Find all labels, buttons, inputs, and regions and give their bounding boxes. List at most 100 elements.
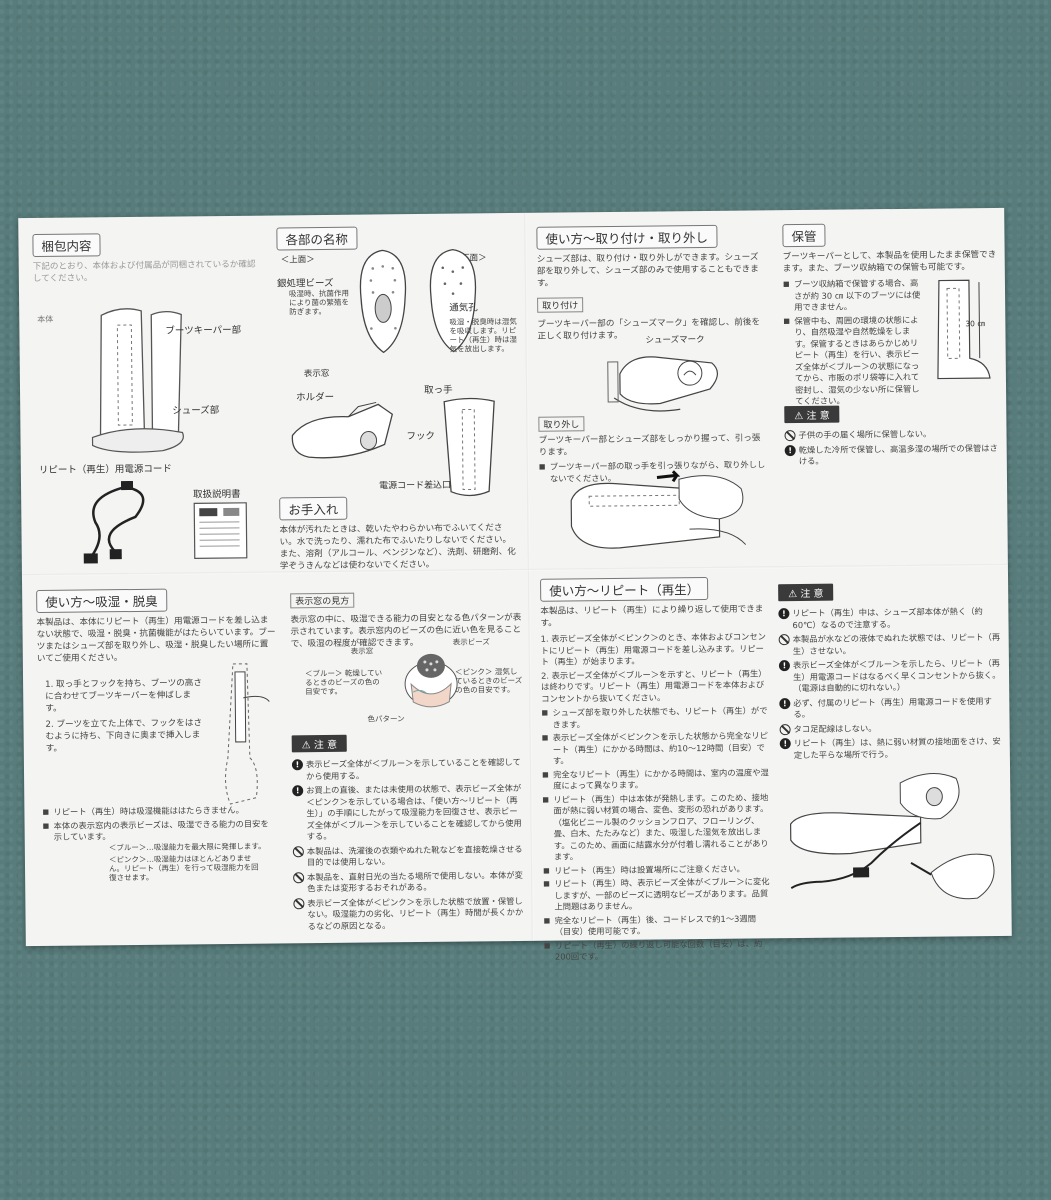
height-label: 30 ㎝ <box>965 319 985 329</box>
sub-indicator: 表示窓の見方 <box>290 592 355 609</box>
label-window: 表示窓 <box>350 646 374 656</box>
repeat-notes: シューズ部を取り外した状態でも、リピート（再生）ができます。 表示ビーズ全体が＜… <box>541 705 772 963</box>
vent-description: 吸湿・脱臭時は湿気を吸収します。リピート（再生）時は湿気を放出します。 <box>449 316 518 354</box>
panel-absorb-deodorize: 使い方〜吸湿・脱臭 本製品は、本体にリピート（再生）用電源コードを差し込まない状… <box>36 588 280 935</box>
insert-illustration <box>225 663 270 805</box>
panel-package-contents: 梱包内容 下記のとおり、本体および付属品が同梱されているか確認してください。 本… <box>32 232 265 564</box>
section-title: 使い方〜取り付け・取り外し <box>536 224 718 250</box>
exclamation-icon: ! <box>291 759 304 771</box>
panel-repeat: 使い方〜リピート（再生） 本製品は、リピート（再生）により繰り返して使用できます… <box>540 576 772 962</box>
label-top: ＜上面＞ <box>280 255 315 266</box>
section-intro: 下記のとおり、本体および付属品が同梱されているか確認してください。 <box>32 259 256 285</box>
label-hook: フック <box>406 430 436 443</box>
caution-item: !表示ビーズ全体が＜ブルー＞を示したら、リピート（再生）用電源コードはなるべく早… <box>778 658 1001 695</box>
shoe-part-side-illustration <box>291 401 394 459</box>
exclamation-icon: ! <box>292 785 304 797</box>
repeat-illustration <box>790 773 995 900</box>
label-cord: リピート（再生）用電源コード <box>38 463 172 476</box>
sub-detach: 取り外し <box>538 416 585 432</box>
section-intro: ブーツキーパーとして、本製品を使用したまま保管できます。また、ブーツ収納箱での保… <box>782 249 997 275</box>
panel-indicator: 表示窓の見方 表示窓の中に、吸湿できる能力の目安となる色パターンが表示されていま… <box>290 587 526 934</box>
repeat-note: シューズ部を取り外した状態でも、リピート（再生）ができます。 <box>541 705 769 730</box>
section-title: 使い方〜吸湿・脱臭 <box>36 588 167 614</box>
caution-heading: ⚠ 注 意 <box>784 405 840 424</box>
repeat-note: 表示ビーズ全体が＜ピンク＞を示した状態から完全なリピート（再生）にかかる時間は、… <box>542 730 770 767</box>
caution-item: タコ足配線はしない。 <box>779 721 1002 735</box>
caution-item: !表示ビーズ全体が＜ブルー＞を示していることを確認してから使用する。 <box>291 757 524 782</box>
repeat-note: リピート（再生）時は設置場所にご注意ください。 <box>543 863 771 877</box>
label-pattern: 色パターン <box>367 714 405 724</box>
detach-text: ブーツキーパー部とシューズ部をしっかり握って、引っ張ります。 <box>538 433 761 458</box>
label-handle: 取っ手 <box>423 384 453 396</box>
exclamation-icon: ! <box>784 444 796 456</box>
repeat-note: 完全なリピート（再生）にかかる時間は、室内の温度や湿度によって異なります。 <box>542 767 770 792</box>
warning-icon: ⚠ <box>788 589 798 601</box>
section-title: 各部の名称 <box>276 226 358 251</box>
section-title: 使い方〜リピート（再生） <box>540 576 709 602</box>
storage-note: 保管中も、周囲の環境の状態により、自然吸湿や自然乾燥をします。保管するときはあら… <box>783 314 924 407</box>
detach-illustration <box>570 470 747 549</box>
caution-item: 本製品は、洗濯後の衣類やぬれた靴などを直接乾燥させる目的では使用しない。 <box>292 843 525 868</box>
caution-item: 子供の手の届く場所に保管しない。 <box>784 428 998 442</box>
section-intro: 本製品は、リピート（再生）により繰り返して使用できます。 <box>540 604 764 629</box>
caution-heading: ⚠ 注 意 <box>291 734 348 753</box>
label-pink: ＜ピンク＞ 湿気しているときのビーズの色の目安です。 <box>454 666 523 695</box>
pink-meaning: ＜ピンク＞…吸湿能力はほとんどありません。リピート（再生）を行って吸湿能力を回復… <box>108 853 259 883</box>
exclamation-icon: ! <box>778 608 790 620</box>
absorb-note: 本体の表示窓内の表示ビーズは、吸湿できる能力の目安を示しています。 <box>43 818 273 843</box>
label-vent: 通気孔 <box>449 302 478 314</box>
panel-part-names: 各部の名称 ＜上面＞ ＜下面＞ 銀処理ビーズ 吸湿時、抗菌作用により菌の繁殖を防… <box>276 225 520 571</box>
power-cord-illustration <box>83 480 145 564</box>
label-port: 電源コード差込口 <box>378 480 452 492</box>
instruction-sheet: 梱包内容 下記のとおり、本体および付属品が同梱されているか確認してください。 本… <box>18 207 1012 962</box>
exclamation-icon: ! <box>778 660 791 672</box>
attach-illustration <box>607 356 718 412</box>
caution-item: !お買上の直後、または未使用の状態で、表示ビーズ全体が＜ピンク＞を示している場合… <box>292 783 525 843</box>
repeat-note: 完全なリピート（再生）後、コードレスで約1〜3週間（目安）使用可能です。 <box>544 913 772 938</box>
warning-icon: ⚠ <box>301 740 311 752</box>
prohibited-icon <box>292 845 304 857</box>
sub-attach: 取り付け <box>537 297 584 313</box>
label-body: 本体 <box>37 314 54 324</box>
caution-item: !リピート（再生）は、熱に弱い材質の接地面をさけ、安定した平らな場所で行う。 <box>779 736 1002 761</box>
keeper-part-illustration <box>443 397 495 497</box>
prohibited-icon <box>779 723 791 735</box>
repeat-step: 2. 表示ビーズ全体が＜ブルー＞を示すと、リピート（再生）は終わりです。リピート… <box>540 667 767 704</box>
caution-item: !必ず、付属のリピート（再生）用電源コードを使用する。 <box>779 695 1001 720</box>
absorb-note: リピート（再生）時は吸湿機能ははたらきません。 <box>42 805 272 819</box>
caution-item: 本製品を、直射日光の当たる場所で使用しない。本体が変色または変形するおそれがある… <box>293 869 525 894</box>
caution-item: !リピート（再生）中は、シューズ部本体が熱く（約60℃）なるので注意する。 <box>778 606 1000 631</box>
label-manual: 取扱説明書 <box>193 488 241 501</box>
storage-note: ブーツ収納箱で保管する場合、高さが約 30 ㎝ 以下のブーツには使用できません。 <box>783 278 923 314</box>
panel-repeat-caution: ⚠ 注 意 !リピート（再生）中は、シューズ部本体が熱く（約60℃）なるので注意… <box>778 576 1004 928</box>
beads-description: 吸湿時、抗菌作用により菌の繁殖を防ぎます。 <box>288 288 350 317</box>
prohibited-icon <box>293 871 305 883</box>
care-text: 本体が汚れたときは、乾いたやわらかい布でふいてください。水で洗ったり、濡れた布で… <box>279 523 516 572</box>
repeat-step: 1. 表示ビーズ全体が＜ピンク＞のとき、本体およびコンセントにリピート（再生）用… <box>540 631 766 667</box>
prohibited-icon <box>293 897 305 909</box>
repeat-steps: 1. 表示ビーズ全体が＜ピンク＞のとき、本体およびコンセントにリピート（再生）用… <box>541 631 770 704</box>
repeat-note: リピート（再生）の繰り返し可能な回数（目安）は、約200回です。 <box>544 938 772 963</box>
caution-item: 表示ビーズ全体が＜ピンク＞を示した状態で放置・保管しない。吸湿能力の劣化、リピー… <box>293 895 525 932</box>
boot-keeper-illustration <box>91 308 184 453</box>
panel-attach-detach: 使い方〜取り付け・取り外し シューズ部は、取り付け・取り外しができます。シューズ… <box>536 224 770 566</box>
label-beads: 銀処理ビーズ <box>276 277 334 290</box>
warning-icon: ⚠ <box>794 410 804 423</box>
care-title: お手入れ <box>279 496 348 521</box>
section-title: 梱包内容 <box>32 233 101 258</box>
step-2: 2. ブーツを立てた上体で、フックをはさむように持ち、下向きに奥まで挿入します。 <box>45 718 203 754</box>
shoe-part-top-illustration <box>359 249 407 354</box>
step-1: 1. 取っ手とフックを持ち、ブーツの高さに合わせてブーツキーパーを伸ばします。 <box>45 678 203 714</box>
manual-illustration <box>193 502 248 559</box>
repeat-note: リピート（再生）時、表示ビーズ全体が＜ブルー＞に変化しますが、一部のビーズに透明… <box>543 876 771 913</box>
prohibited-icon <box>778 634 790 646</box>
storage-notes: ブーツ収納箱で保管する場合、高さが約 30 ㎝ 以下のブーツには使用できません。… <box>783 278 924 408</box>
exclamation-icon: ! <box>779 697 791 709</box>
prohibited-icon <box>784 430 796 442</box>
blue-meaning: ＜ブルー＞…吸湿能力を最大限に発揮します。 <box>108 841 266 853</box>
absorb-notes: リピート（再生）時は吸湿機能ははたらきません。 本体の表示窓内の表示ビーズは、吸… <box>42 805 272 846</box>
boot-storage-illustration <box>937 279 991 380</box>
shoe-part-bottom-illustration <box>429 248 477 353</box>
caution-item: 本製品が水などの液体でぬれた状態では、リピート（再生）させない。 <box>778 632 1001 657</box>
repeat-note: リピート（再生）中は本体が発熱します。このため、接地面が熱に弱い材質の場合、変色… <box>542 792 771 863</box>
